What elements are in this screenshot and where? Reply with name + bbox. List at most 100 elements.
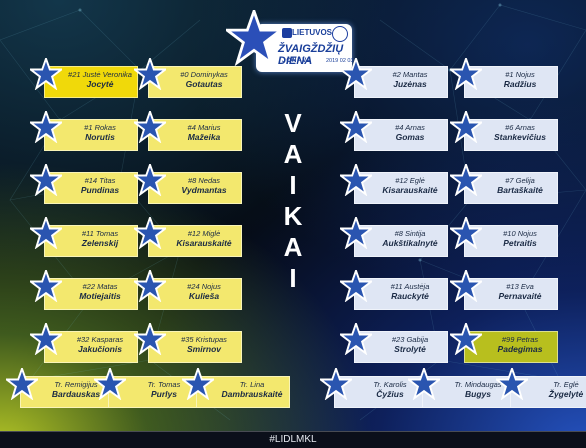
lidl-logo-icon xyxy=(282,28,292,38)
star-icon xyxy=(134,111,166,143)
star-icon xyxy=(408,368,440,400)
card-number-name: #99 Petras xyxy=(501,335,539,344)
star-icon xyxy=(340,323,372,355)
card-number-name: #11 Tomas xyxy=(81,229,119,238)
card-number-name: #32 Kasparas xyxy=(76,335,124,344)
card-number-name: #22 Matas xyxy=(82,282,118,291)
star-icon xyxy=(30,217,62,249)
logo-title: ŽVAIGŽDŽIŲ DIENA xyxy=(278,43,344,67)
star-icon xyxy=(30,58,62,90)
logo-date: 2019 02 03 xyxy=(326,58,354,64)
card-number-name: #4 Marius xyxy=(187,123,221,132)
card-number-name: Tr. Eglė xyxy=(553,380,579,389)
card-number-name: #6 Arnas xyxy=(505,123,535,132)
card-number-name: #1 Nojus xyxy=(505,70,535,79)
card-number-name: Tr. Mindaugas xyxy=(454,380,502,389)
star-icon xyxy=(340,58,372,90)
card-surname: Kisarauskaitė xyxy=(176,238,232,248)
star-icon xyxy=(320,368,352,400)
card-surname: Smirnov xyxy=(186,344,221,354)
star-icon xyxy=(450,164,482,196)
card-number-name: #12 Eglė xyxy=(395,176,425,185)
card-surname: Purlys xyxy=(151,389,177,399)
card-surname: Norutis xyxy=(85,132,115,142)
card-surname: Padegimas xyxy=(497,344,543,354)
star-icon xyxy=(30,164,62,196)
star-icon xyxy=(134,217,166,249)
card-surname: Dambrauskaitė xyxy=(221,389,283,399)
star-icon xyxy=(134,164,166,196)
card-surname: Kuliešа xyxy=(188,291,220,301)
card-surname: Žygelytė xyxy=(548,389,584,399)
card-number-name: #21 Justė Veronika xyxy=(68,70,132,79)
card-number-name: Tr. Remigijus xyxy=(54,380,98,389)
star-icon xyxy=(94,368,126,400)
card-surname: Bartaškaitė xyxy=(497,185,543,195)
star-icon xyxy=(450,58,482,90)
card-box xyxy=(464,331,558,363)
card-surname: Bardauskas xyxy=(51,389,101,399)
star-icon xyxy=(340,111,372,143)
star-icon xyxy=(496,368,528,400)
card-surname: Pundinas xyxy=(80,185,120,195)
logo-city: JONAVA xyxy=(282,58,313,64)
logo-brand: LIETUVOS xyxy=(292,28,333,37)
vertical-letter: A xyxy=(283,232,303,262)
vertical-letter: K xyxy=(283,201,303,231)
star-icon xyxy=(450,323,482,355)
star-icon xyxy=(134,270,166,302)
card-surname: Rauckytė xyxy=(391,291,429,301)
card-surname: Zelenskij xyxy=(81,238,119,248)
card-number-name: #23 Gabija xyxy=(391,335,429,344)
card-number-name: #8 Sintija xyxy=(394,229,426,238)
star-icon xyxy=(30,270,62,302)
star-icon xyxy=(30,323,62,355)
card-surname: Juzėnas xyxy=(393,79,427,89)
card-number-name: #14 Titas xyxy=(84,176,116,185)
star-icon xyxy=(340,164,372,196)
card-surname: Strolytė xyxy=(394,344,426,354)
star-icon xyxy=(134,58,166,90)
logo-star-icon xyxy=(226,10,282,66)
star-icon xyxy=(450,270,482,302)
card-number-name: #13 Eva xyxy=(506,282,534,291)
card-surname: Motiejaitis xyxy=(79,291,121,301)
card-surname: Jakučionis xyxy=(78,344,122,354)
card-surname: Kisarauskaitė xyxy=(382,185,438,195)
card-surname: Pernavaitė xyxy=(498,291,542,301)
footer-hashtag: #LIDLMKL xyxy=(0,431,586,448)
star-icon xyxy=(450,111,482,143)
card-surname: Stankevičius xyxy=(494,132,546,142)
card-number-name: Tr. Tomas xyxy=(147,380,181,389)
vertical-letter: I xyxy=(289,170,297,200)
vertical-letter: I xyxy=(289,263,297,293)
card-number-name: #4 Arnas xyxy=(395,123,425,132)
card-surname: Gomas xyxy=(395,132,425,142)
card-number-name: Tr. Lina xyxy=(239,380,265,389)
card-number-name: #12 Miglė xyxy=(187,229,221,238)
vertical-letter: A xyxy=(283,139,303,169)
card-number-name: #1 Rokas xyxy=(84,123,116,132)
star-icon xyxy=(340,217,372,249)
card-surname: Mažeika xyxy=(187,132,221,142)
star-icon xyxy=(450,217,482,249)
card-surname: Aukštikalnytė xyxy=(382,238,438,248)
